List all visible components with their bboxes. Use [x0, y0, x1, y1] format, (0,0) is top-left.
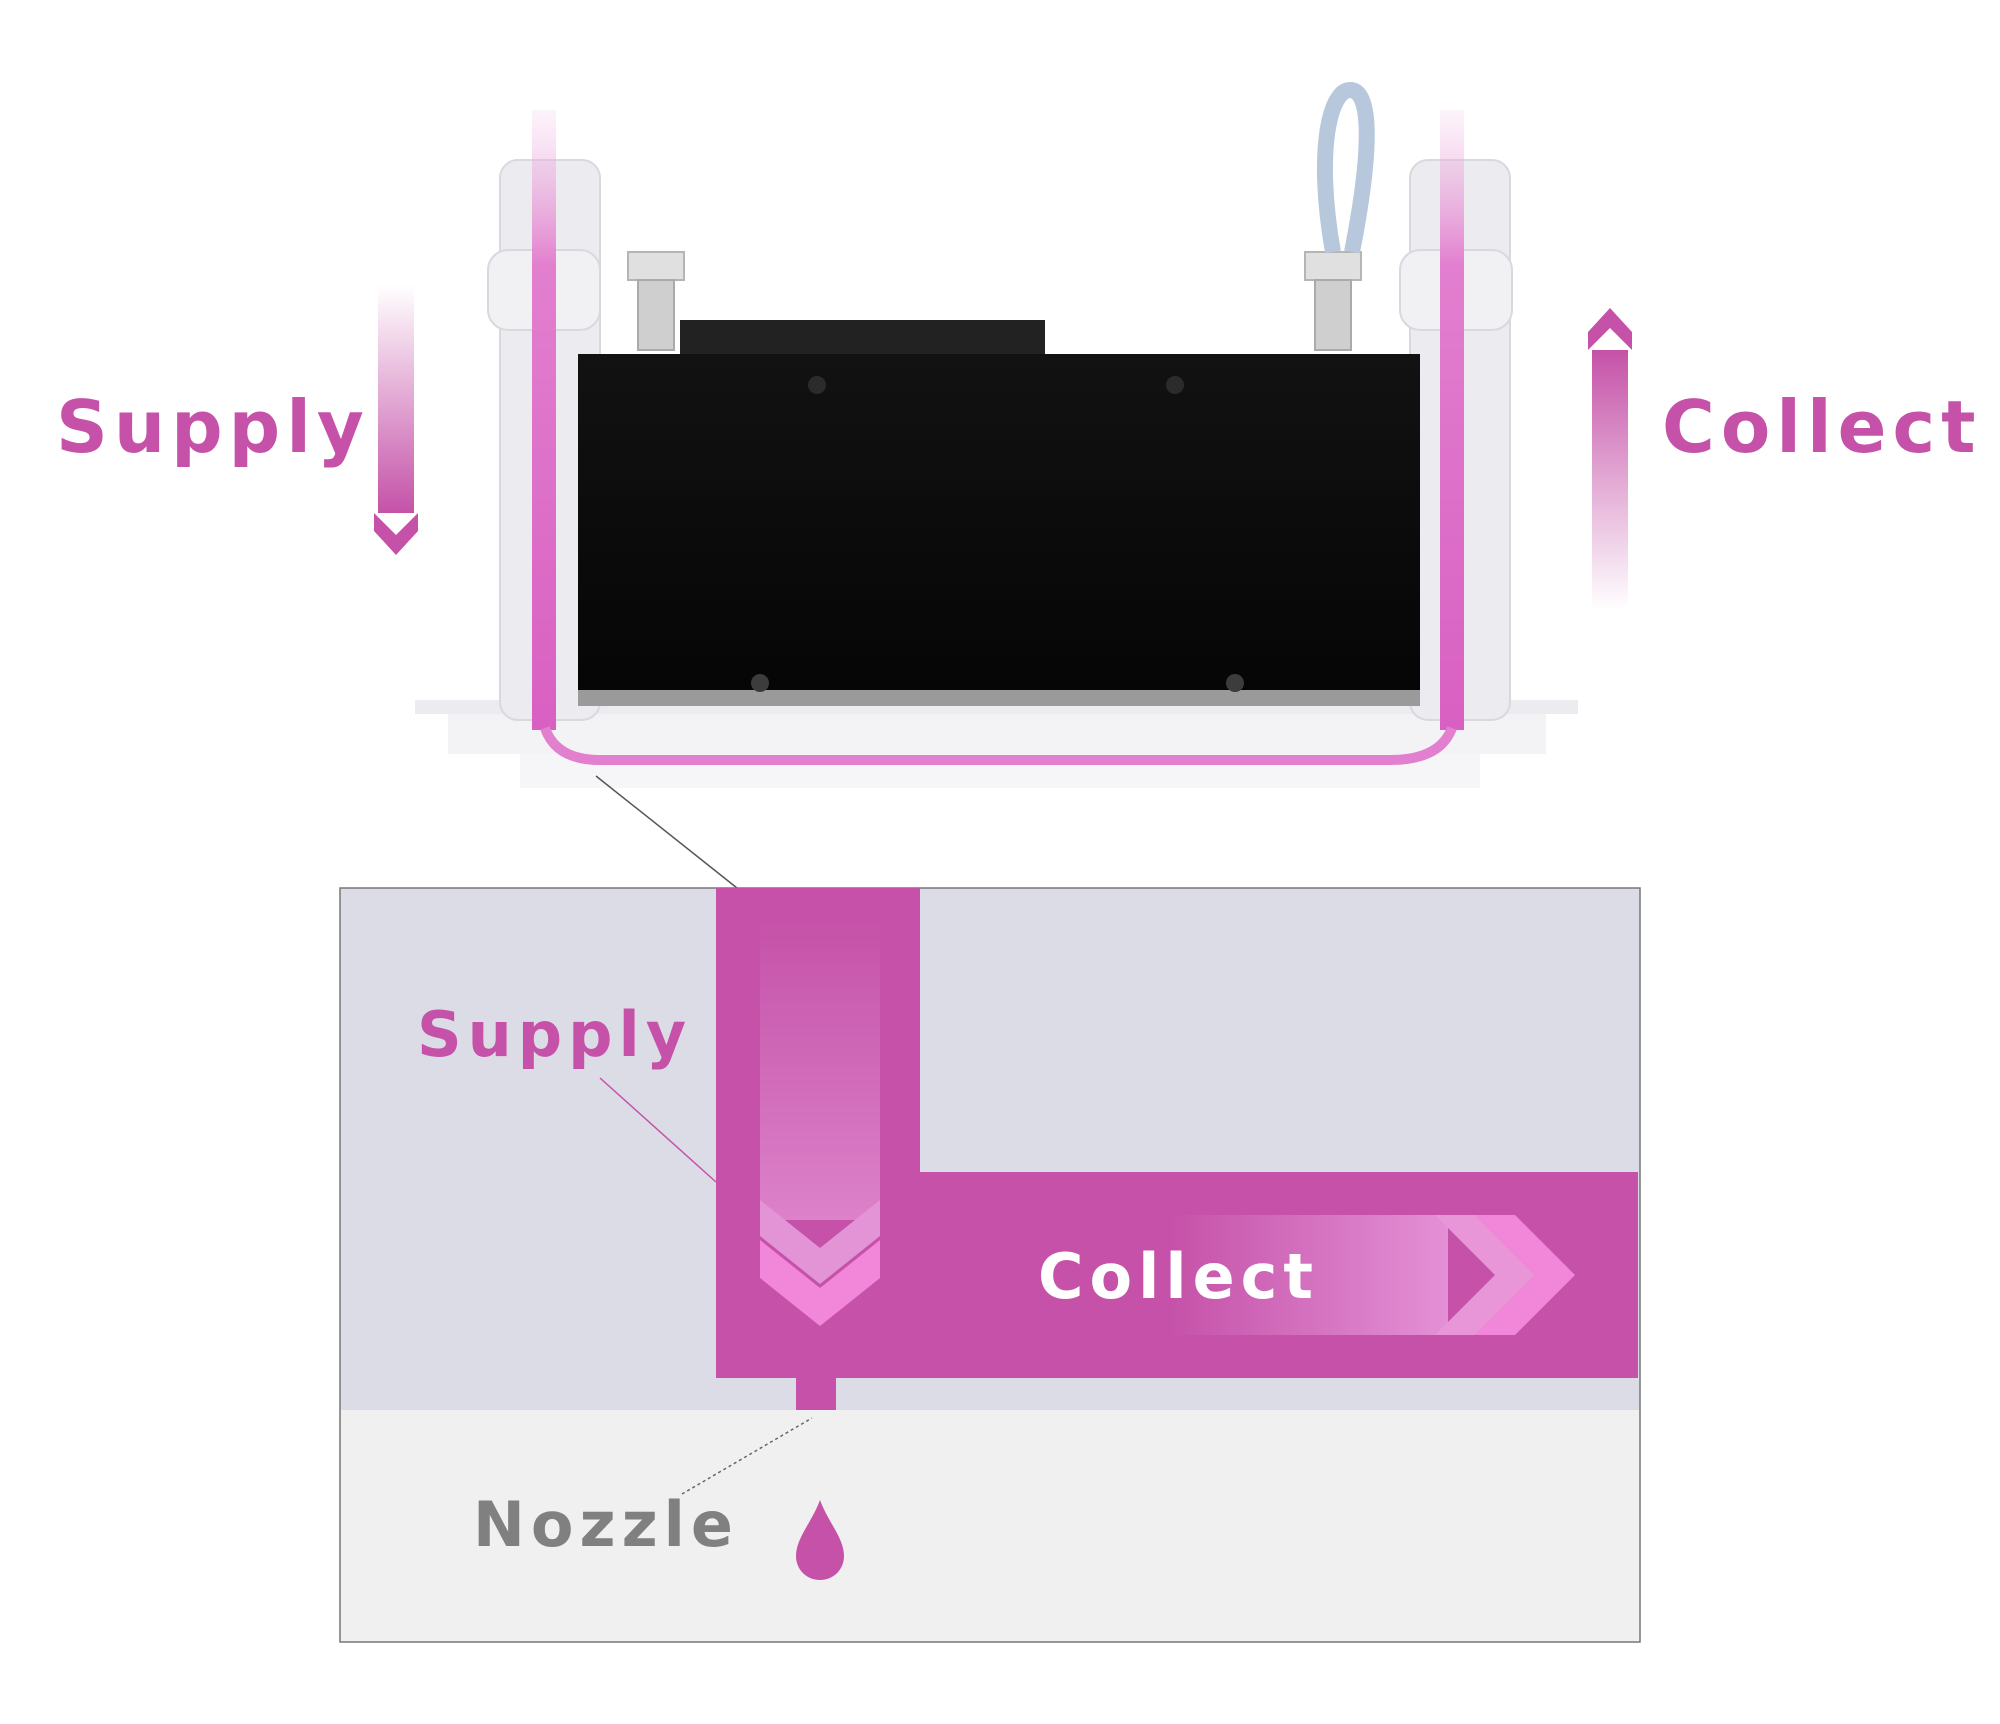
collect-label-top: Collect — [1662, 385, 1982, 469]
panel-lower — [340, 1410, 1640, 1642]
cross-section-panel — [339, 887, 1641, 1643]
supply-chevron — [760, 1200, 880, 1284]
collect-chevron — [1435, 1215, 1535, 1335]
collect-tube — [1440, 110, 1464, 730]
ink-droplet-icon — [796, 1500, 844, 1580]
zoom-callout-line — [595, 775, 738, 889]
collect-arrow-top — [1588, 308, 1632, 610]
supply-tube — [532, 110, 556, 730]
screw — [808, 376, 826, 394]
nozzle-channel — [796, 1378, 836, 1410]
screw — [1226, 674, 1244, 692]
supply-label-top: Supply — [56, 385, 370, 469]
internal-channel — [540, 725, 1457, 765]
nozzle-label: Nozzle — [473, 1488, 739, 1561]
screw — [751, 674, 769, 692]
supply-flow-indicator — [760, 920, 880, 1220]
left-connector — [627, 251, 685, 351]
base-block — [448, 714, 1546, 754]
collect-chevron — [1475, 1215, 1575, 1335]
supply-arrow-top — [374, 285, 418, 555]
screw — [1166, 376, 1184, 394]
printhead-illustration — [415, 81, 1578, 788]
supply-chevron — [760, 1240, 880, 1326]
supply-leader-line — [599, 1077, 717, 1183]
collect-flow-indicator — [1170, 1215, 1448, 1335]
right-connector — [1304, 81, 1375, 351]
printhead-body — [578, 354, 1420, 700]
collect-label-detail: Collect — [1038, 1240, 1320, 1313]
nozzle-leader-line — [681, 1417, 813, 1495]
supply-label-detail: Supply — [417, 998, 693, 1071]
top-bracket — [680, 320, 1045, 356]
